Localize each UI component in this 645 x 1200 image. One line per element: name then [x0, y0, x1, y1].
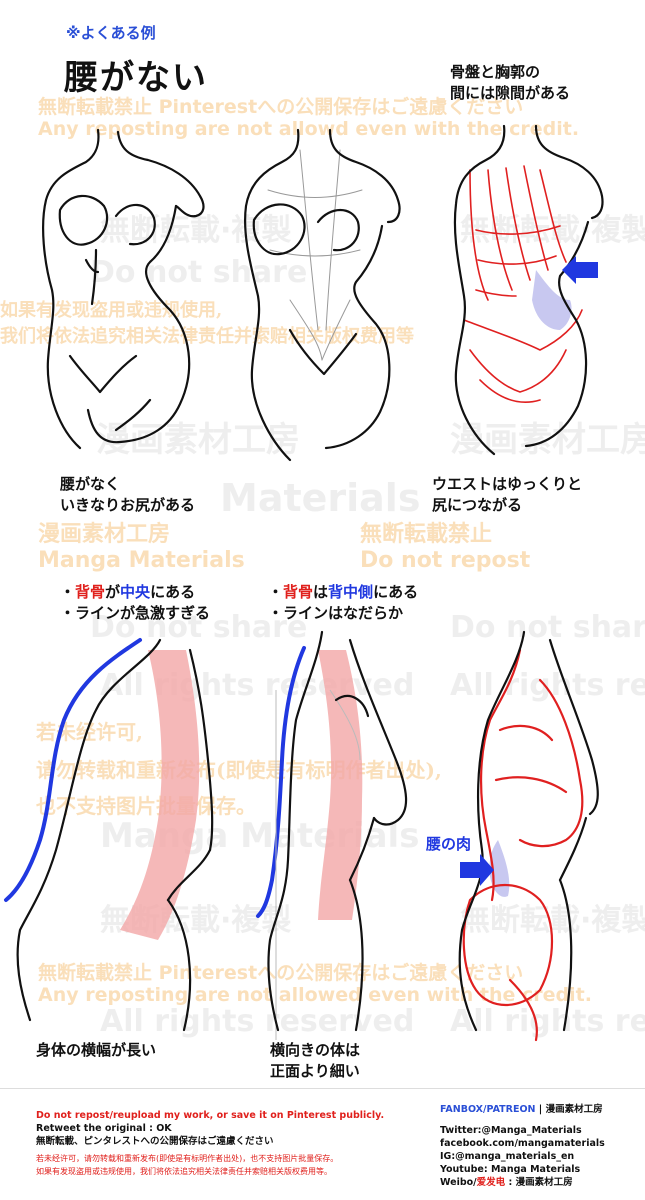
bullets-left: ・背骨が中央にある ・ラインが急激すぎる: [60, 582, 210, 624]
footer-notice-line1: Do not repost/reupload my work, or save …: [36, 1110, 385, 1121]
right-note: 骨盤と胸郭の 間には隙間がある: [450, 62, 570, 104]
caption-no-waist: 腰がなく いきなりお尻がある: [60, 474, 195, 516]
waist-flesh-label: 腰の肉: [426, 835, 472, 853]
arrow-left-icon: [562, 256, 598, 284]
footer-notice-line2: Retweet the original : OK: [36, 1123, 172, 1134]
right-note-line2: 間には隙間がある: [450, 84, 571, 102]
fanbox-link[interactable]: FANBOX/PATREON | 漫画素材工房: [440, 1103, 605, 1116]
torso-side-spine-back: [256, 630, 408, 1040]
footer-notice-line5: 如果有发现盗用或违规使用，我们将依法追究相关法律责任并索赔相关版权费用等。: [36, 1167, 332, 1176]
footer-notice-line4: 若未经许可，请勿转载和重新发布(即使是有标明作者出处)，也不支持图片批量保存。: [36, 1154, 339, 1163]
page-title: 腰がない: [64, 58, 208, 98]
weibo-suffix: : 漫画素材工房: [505, 1177, 573, 1188]
weibo-red: 爱发电: [476, 1177, 506, 1188]
caption-side-wide: 身体の横幅が長い: [36, 1041, 157, 1059]
caption-side-narrow-line1: 横向きの体は: [270, 1041, 361, 1059]
torso-side-anatomy: [458, 630, 599, 1042]
particle: は: [313, 583, 329, 601]
caption-no-waist-line2: いきなりお尻がある: [60, 496, 196, 514]
bullet-prefix: ・: [60, 583, 76, 601]
right-note-line1: 骨盤と胸郭の: [450, 63, 541, 81]
torso-side-spine-center: [4, 638, 214, 1032]
weibo-prefix: Weibo/: [440, 1177, 477, 1188]
footer-links: FANBOX/PATREON | 漫画素材工房 Twitter:@Manga_M…: [440, 1103, 605, 1189]
caption-waist-connects-line2: 尻につながる: [432, 496, 523, 514]
caption-side-narrow: 横向きの体は 正面より細い: [270, 1040, 360, 1082]
example-note: ※よくある例: [66, 24, 156, 42]
spine-word: 背骨: [75, 583, 106, 601]
caption-waist-connects: ウエストはゆっくりと 尻につながる: [432, 474, 582, 516]
caption-side-narrow-line2: 正面より細い: [270, 1062, 360, 1080]
fanbox-name: 漫画素材工房: [545, 1104, 603, 1115]
weibo-link[interactable]: Weibo/爱发电 : 漫画素材工房: [440, 1176, 605, 1189]
twitter-link[interactable]: Twitter:@Manga_Materials: [440, 1125, 582, 1136]
particle: が: [105, 583, 121, 601]
suffix: にある: [373, 583, 419, 601]
center-word: 中央: [120, 583, 151, 601]
fanbox-label: FANBOX/PATREON: [440, 1104, 536, 1115]
bullet-mid-line: ・ラインはなだらか: [268, 604, 404, 622]
footer-notice: Do not repost/reupload my work, or save …: [36, 1109, 384, 1178]
instagram-link[interactable]: IG:@manga_materials_en: [440, 1151, 575, 1162]
bullet-prefix: ・: [268, 583, 284, 601]
caption-waist-connects-line1: ウエストはゆっくりと: [432, 475, 583, 493]
bullet-left-spine: ・背骨が中央にある: [60, 582, 210, 603]
spine-word: 背骨: [283, 583, 314, 601]
youtube-link[interactable]: Youtube: Manga Materials: [440, 1164, 581, 1175]
arrow-right-icon: [460, 854, 494, 886]
footer: Do not repost/reupload my work, or save …: [0, 1088, 645, 1200]
back-side-word: 背中側: [328, 583, 374, 601]
torso-front-anatomy: [453, 124, 604, 456]
torso-front-construction: [244, 128, 401, 462]
facebook-link[interactable]: facebook.com/mangamaterials: [440, 1138, 605, 1149]
suffix: にある: [150, 583, 196, 601]
bullets-mid: ・背骨は背中側にある ・ラインはなだらか: [268, 582, 418, 624]
torso-front-no-waist: [42, 128, 205, 450]
caption-no-waist-line1: 腰がなく: [60, 475, 121, 493]
bullet-left-line: ・ラインが急激すぎる: [60, 604, 211, 622]
footer-notice-line3: 無断転載、ピンタレストへの公開保存はご遠慮ください: [36, 1136, 274, 1147]
bullet-mid-spine: ・背骨は背中側にある: [268, 582, 418, 603]
fanbox-sep: |: [535, 1104, 546, 1115]
